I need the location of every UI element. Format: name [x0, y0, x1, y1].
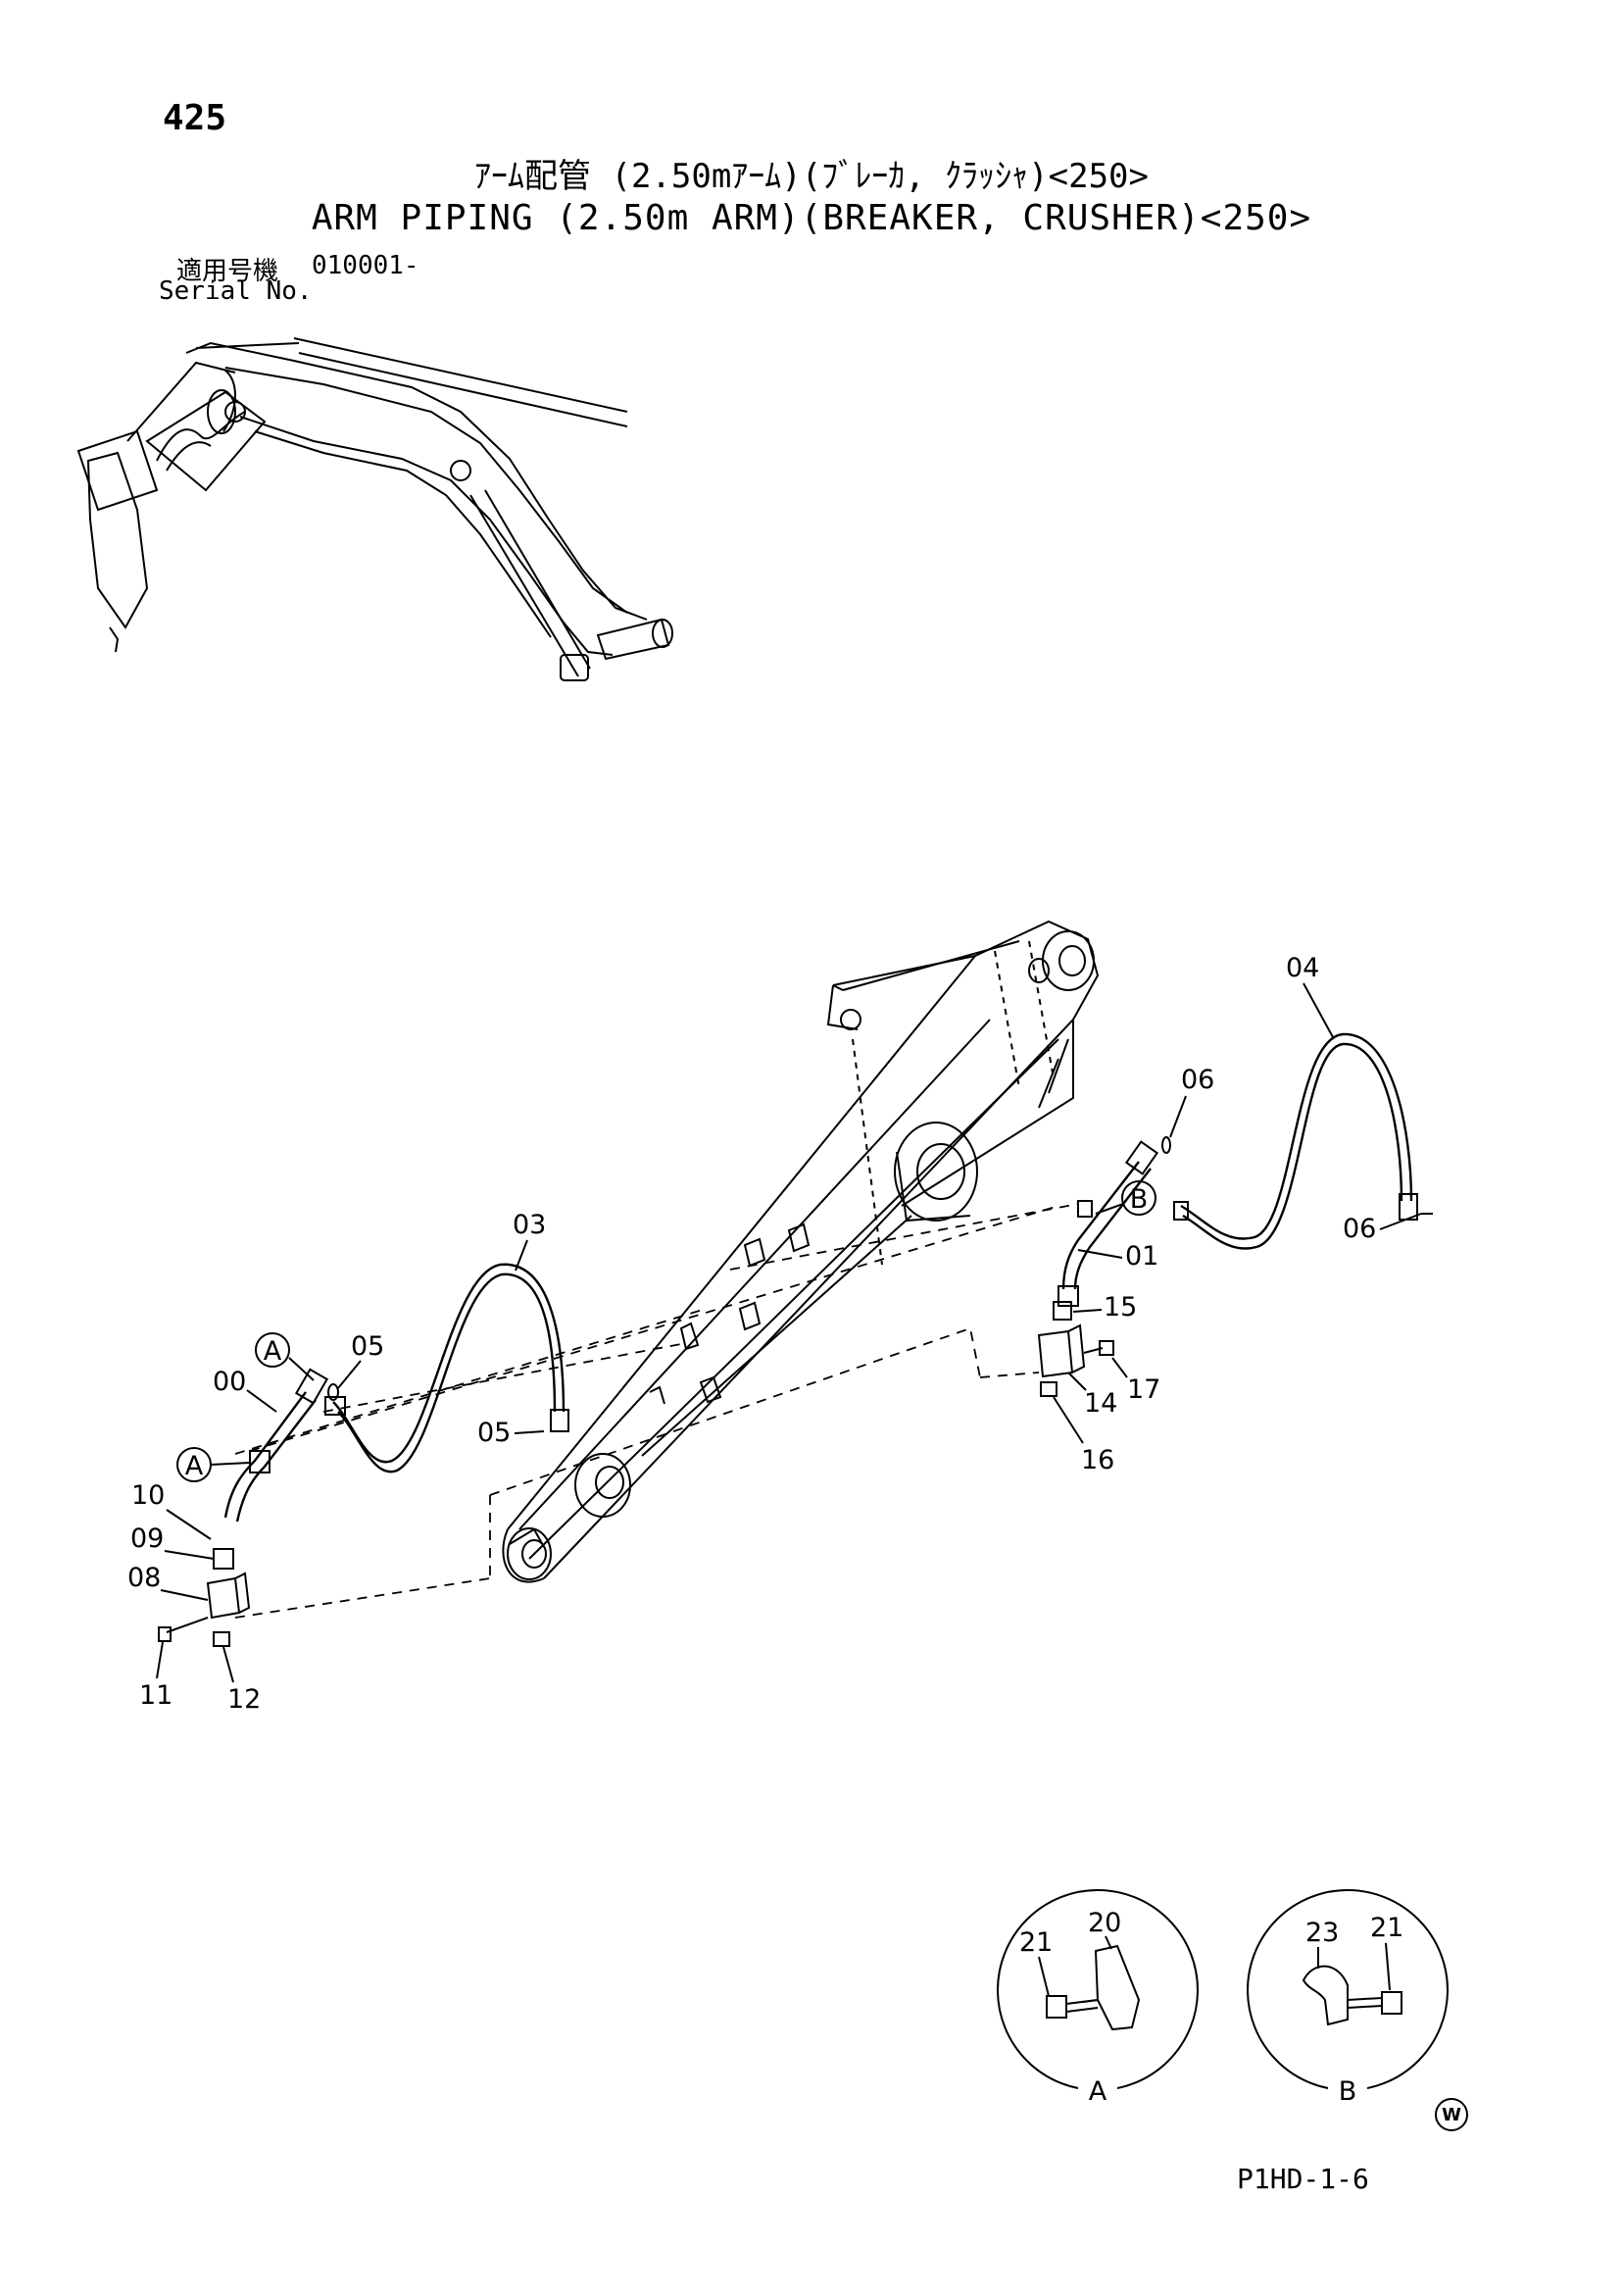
svg-text:B: B: [1339, 2076, 1357, 2107]
callout-05b: 05: [477, 1418, 511, 1448]
callout-05a: 05: [351, 1331, 384, 1362]
marker-a1: A: [255, 1332, 315, 1381]
callout-15: 15: [1104, 1292, 1137, 1323]
callout-17: 17: [1127, 1374, 1160, 1405]
overview-machine-sketch: [76, 337, 673, 681]
callout-12: 12: [227, 1684, 261, 1715]
callout-09: 09: [130, 1523, 164, 1554]
marker-a2: A: [176, 1447, 251, 1482]
svg-text:B: B: [1130, 1184, 1149, 1215]
callout-06b: 06: [1343, 1214, 1376, 1244]
serial-label-english: Serial No.: [159, 276, 313, 306]
callouts: 00 01 03 04 05 05 06 06 08 09 10 11 12 1…: [127, 953, 1422, 1715]
callout-11: 11: [139, 1680, 172, 1711]
callout-01: 01: [1125, 1241, 1158, 1272]
dashed-leaders: [234, 1203, 1079, 1619]
callout-14: 14: [1084, 1388, 1117, 1419]
w-mark-icon: W: [1435, 2098, 1468, 2131]
callout-06a: 06: [1181, 1065, 1214, 1095]
left-pipe-assembly: [158, 1263, 569, 1647]
callout-16: 16: [1081, 1445, 1114, 1475]
serial-label-japanese: 適用号機: [176, 257, 279, 286]
svg-text:A: A: [1089, 2076, 1107, 2107]
detail-a-callout-21: 21: [1019, 1927, 1053, 1958]
document-code: P1HD-1-6: [1237, 2163, 1369, 2195]
svg-text:A: A: [185, 1451, 204, 1481]
title-japanese: ｱｰﾑ配管 (2.50mｱｰﾑ)(ﾌﾞﾚｰｶ, ｸﾗｯｼｬ)<250>: [474, 157, 1149, 196]
detail-a: A 20 21: [997, 1889, 1199, 2107]
right-pipe-assembly: [1037, 1032, 1433, 1397]
callout-04: 04: [1286, 953, 1319, 983]
detail-b-callout-23: 23: [1305, 1918, 1339, 1948]
marker-b1: B: [1095, 1180, 1156, 1216]
detail-b: B 23 21: [1247, 1889, 1449, 2107]
callout-08: 08: [127, 1563, 161, 1593]
callout-10: 10: [131, 1480, 165, 1511]
detail-a-callout-20: 20: [1088, 1908, 1121, 1938]
callout-00: 00: [213, 1367, 246, 1397]
svg-text:A: A: [264, 1336, 282, 1367]
page-number: 425: [163, 98, 227, 138]
detail-b-callout-21: 21: [1370, 1913, 1403, 1943]
title-english: ARM PIPING (2.50m ARM)(BREAKER, CRUSHER)…: [311, 198, 1312, 238]
serial-number-value: 010001-: [312, 251, 419, 280]
arm-body: [502, 920, 1100, 1583]
callout-03: 03: [513, 1210, 546, 1240]
